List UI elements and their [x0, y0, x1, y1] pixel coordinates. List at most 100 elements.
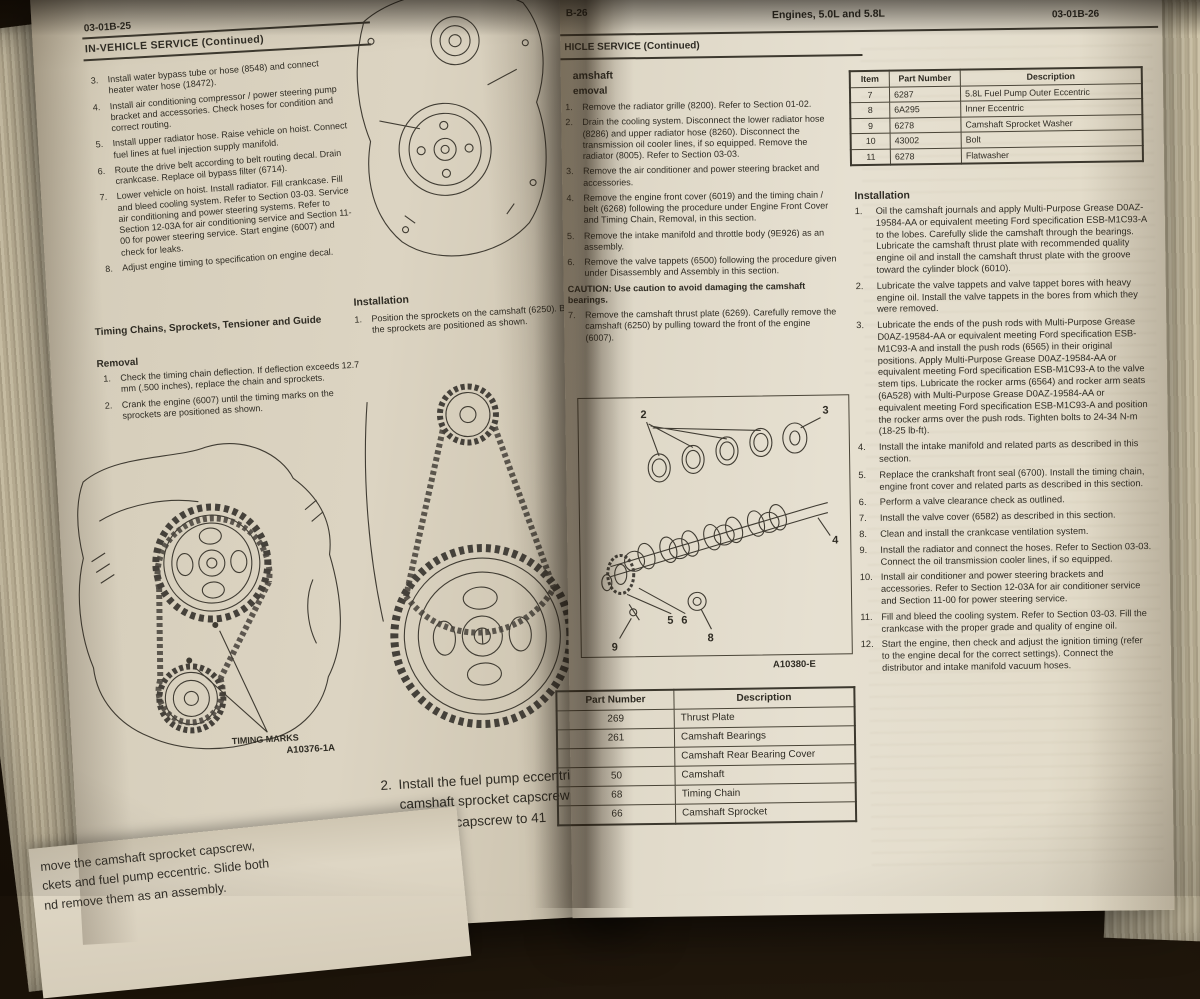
- procedure-step: 5. Remove the intake manifold and thrott…: [567, 227, 837, 253]
- description-cell: Timing Chain: [675, 782, 856, 805]
- step-number: 1.: [854, 206, 863, 217]
- installation-step-1: 1. Position the sprockets on the camshaf…: [354, 301, 593, 341]
- table-row: 66 Camshaft Sprocket: [557, 801, 857, 826]
- right-page: B-26 Engines, 5.0L and 5.8L 03-01B-26 HI…: [555, 0, 1175, 919]
- step-number: 3.: [90, 75, 99, 86]
- description-cell: Thrust Plate: [674, 706, 855, 729]
- step-text: Lubricate the valve tappets and valve ta…: [876, 277, 1138, 315]
- cam-timing-mark: [212, 621, 219, 628]
- step-number: 10.: [859, 572, 873, 583]
- page-code: 03-01B-25: [83, 20, 132, 35]
- procedure-step: 12. Start the engine, then check and adj…: [861, 635, 1153, 674]
- part-number-cell: 43002: [890, 132, 962, 149]
- step-number: 6.: [858, 497, 867, 508]
- step-number: 11.: [860, 611, 873, 622]
- step-number: 7.: [858, 513, 867, 524]
- part-number-cell: 261: [556, 728, 675, 749]
- bottom-text-fragments: move the camshaft sprocket capscrew, cke…: [39, 835, 272, 915]
- removal-steps: 1. Check the timing chain deflection. If…: [103, 359, 364, 426]
- step-number: 3.: [856, 320, 865, 331]
- step-text: Start the engine, then check and adjust …: [881, 635, 1143, 673]
- procedure-step: 6. Remove the valve tappets (6500) follo…: [567, 253, 837, 279]
- step-number: 5.: [858, 469, 867, 480]
- step-text: Install air conditioner and power steeri…: [880, 569, 1141, 606]
- section-header-partial: HICLE SERVICE (Continued): [564, 40, 700, 54]
- step-number: 1.: [565, 102, 573, 113]
- procedure-step: 3. Remove the air conditioner and power …: [566, 163, 836, 189]
- procedure-step: 2. Lubricate the valve tappets and valve…: [856, 277, 1148, 316]
- camshaft-installation-steps: 1. Oil the camshaft journals and apply M…: [855, 202, 1154, 679]
- step-text: Remove the radiator grille (8200). Refer…: [582, 98, 812, 112]
- step-text: Position the sprockets on the camshaft (…: [371, 301, 591, 335]
- table-row: 11 6278 Flatwasher: [850, 145, 1143, 166]
- step-number: 8.: [104, 263, 114, 274]
- step-number: 7.: [568, 310, 576, 321]
- col-description: Description: [673, 687, 855, 710]
- part-number-table-wrap: Part Number Description 269 Thrust Plate…: [555, 686, 858, 827]
- procedure-step: 7. Remove the camshaft thrust plate (626…: [568, 306, 838, 344]
- step-text: Remove the valve tappets (6500) followin…: [584, 253, 837, 279]
- description-cell: Camshaft Rear Bearing Cover: [674, 744, 856, 767]
- step-text: Remove the camshaft thrust plate (6269).…: [585, 306, 837, 343]
- cam-bearings: [647, 422, 808, 483]
- step-text: Install the radiator and connect the hos…: [880, 540, 1152, 567]
- item-cell: 11: [850, 148, 891, 166]
- col-part-number: Part Number: [556, 689, 675, 711]
- left-page: 03-01B-25 IN-VEHICLE SERVICE (Continued)…: [28, 0, 641, 999]
- item-parts-table-wrap: Item Part Number Description 7 6287 5.8L…: [848, 66, 1145, 167]
- header-rule: [560, 25, 1159, 37]
- camshaft-removal-steps: 1. Remove the radiator grille (8200). Re…: [565, 98, 837, 279]
- step-number: 5.: [95, 139, 104, 150]
- step-number: 12.: [860, 639, 874, 650]
- step-text: Remove the intake manifold and throttle …: [583, 227, 825, 252]
- section-rule: [560, 54, 863, 60]
- procedure-step: 8. Clean and install the crankcase venti…: [859, 525, 1151, 541]
- callout-3: 3: [822, 405, 828, 417]
- col-part-number: Part Number: [889, 69, 961, 87]
- step-number: 6.: [567, 257, 575, 268]
- page-title: Engines, 5.0L and 5.8L: [771, 7, 886, 22]
- part-number-cell: 6287: [889, 85, 961, 103]
- service-steps: 3. Install water bypass tube or hose (85…: [90, 56, 359, 279]
- step-number: 1.: [103, 373, 112, 384]
- item-cell: 8: [850, 102, 890, 119]
- step-text: Remove the air conditioner and power ste…: [583, 162, 820, 188]
- step-text: Lower vehicle on hoist. Install radiator…: [116, 173, 352, 258]
- step-number: 5.: [566, 230, 575, 241]
- procedure-step: 5. Replace the crankshaft front seal (67…: [858, 466, 1150, 494]
- procedure-step: 4. Remove the engine front cover (6019) …: [566, 189, 836, 227]
- procedure-step: 1. Remove the radiator grille (8200). Re…: [565, 98, 835, 113]
- callout-6: 6: [681, 615, 687, 627]
- part-number-cell: 6A295: [889, 101, 961, 118]
- description-cell: Flatwasher: [961, 145, 1143, 164]
- procedure-step: 2. Drain the cooling system. Disconnect …: [565, 114, 836, 163]
- step-text: Fill and bleed the cooling system. Refer…: [881, 607, 1147, 634]
- crank-sprocket: [156, 657, 227, 734]
- step-number: 4.: [566, 192, 575, 203]
- part-number-cell: 269: [556, 709, 675, 730]
- procedure-step: 11. Fill and bleed the cooling system. R…: [860, 608, 1152, 636]
- description-cell: Camshaft: [674, 763, 856, 786]
- step-number: 2.: [104, 399, 113, 411]
- procedure-step: 4. Install the intake manifold and relat…: [858, 438, 1150, 466]
- step-text: Install the valve cover (6582) as descri…: [879, 509, 1116, 523]
- step-text: Clean and install the crankcase ventilat…: [880, 525, 1089, 539]
- callout-5: 5: [667, 615, 673, 627]
- part-number-cell: 68: [557, 785, 676, 806]
- page-curl: move the camshaft sprocket capscrew, cke…: [28, 806, 472, 999]
- installation-heading-left: Installation: [353, 293, 410, 309]
- procedure-step: 9. Install the radiator and connect the …: [859, 541, 1151, 569]
- procedure-step: 1. Oil the camshaft journals and apply M…: [855, 202, 1148, 277]
- item-cell: 10: [850, 133, 891, 150]
- figure-id-timing: A10376-1A: [286, 742, 336, 757]
- engine-front-drawing: [356, 0, 547, 257]
- procedure-step: 10. Install air conditioner and power st…: [860, 568, 1152, 607]
- step-number: 2.: [565, 117, 573, 128]
- camshaft-removal: 1. Remove the radiator grille (8200). Re…: [565, 98, 838, 347]
- camshaft-heading: amshaft: [572, 69, 614, 83]
- step-text: Perform a valve clearance check as outli…: [879, 494, 1065, 508]
- timing-section-title: Timing Chains, Sprockets, Tensioner and …: [94, 314, 322, 339]
- page-code-right: 03-01B-26: [1051, 8, 1100, 21]
- procedure-step: 6. Perform a valve clearance check as ou…: [859, 493, 1151, 509]
- description-cell: Camshaft Sprocket: [675, 801, 857, 824]
